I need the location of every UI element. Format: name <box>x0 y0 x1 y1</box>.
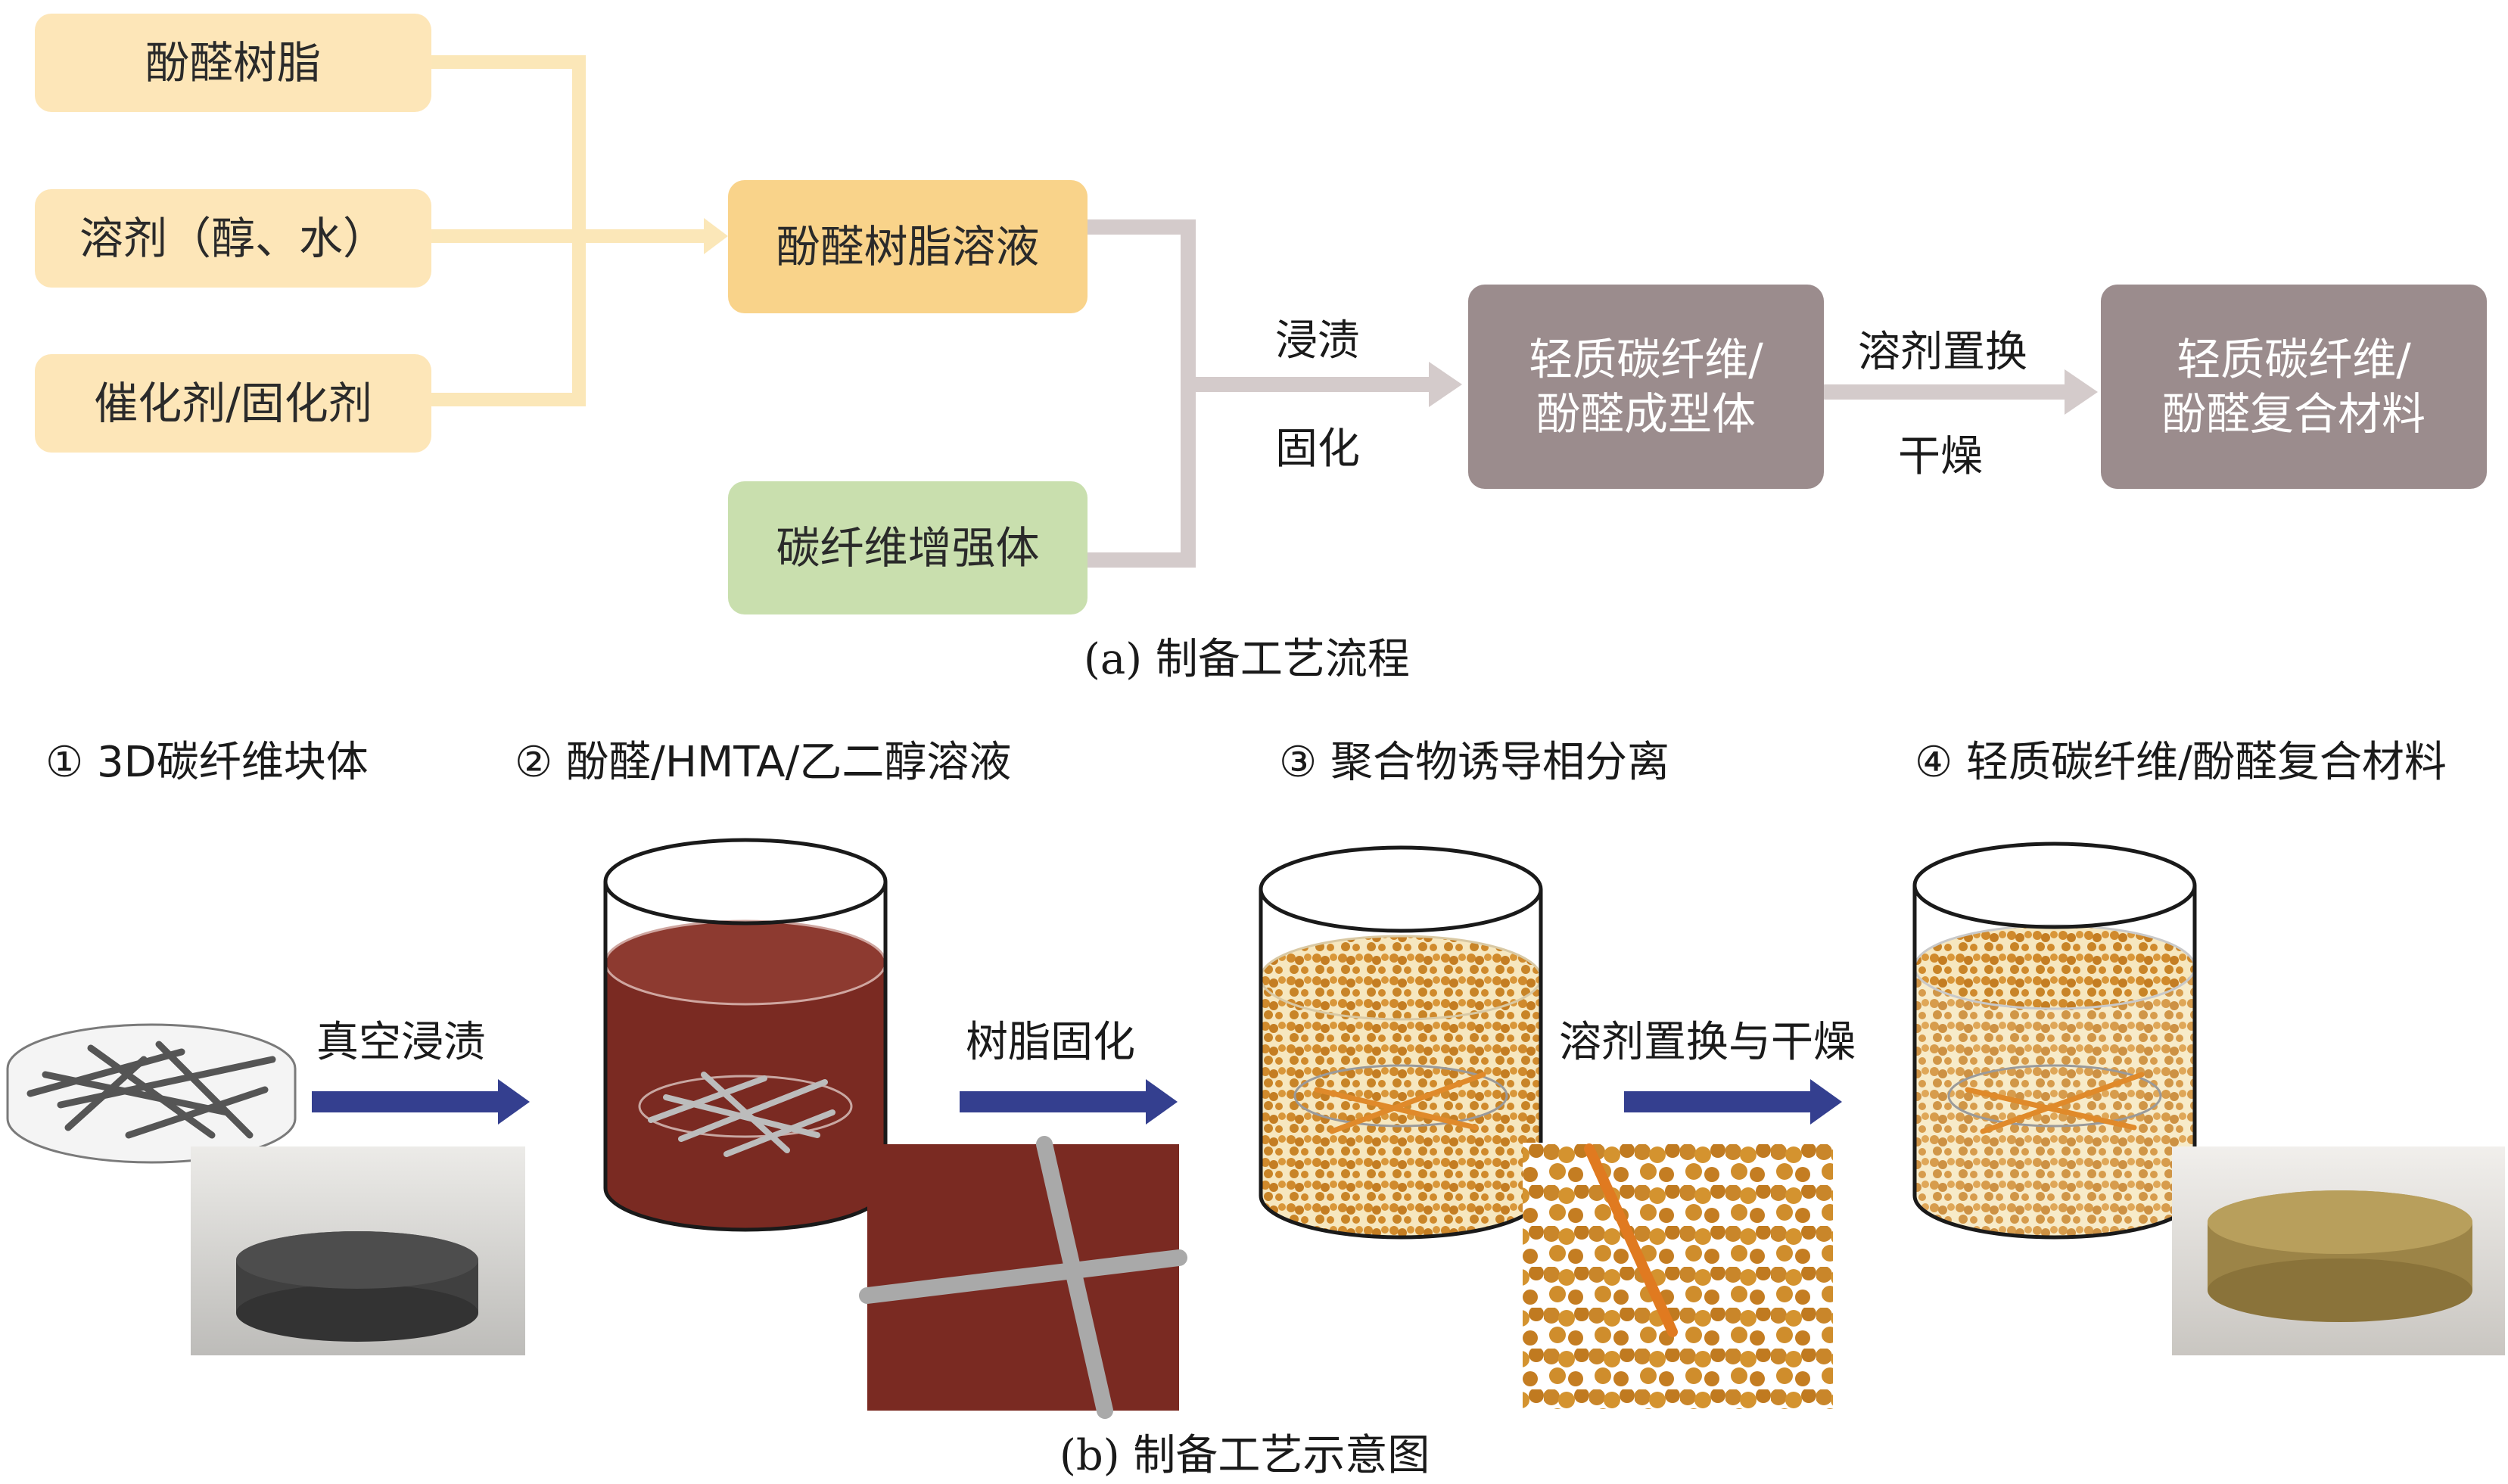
composite-beaker <box>1915 844 2195 1237</box>
resin-curing-label: 树脂固化 <box>966 1008 1135 1069</box>
process-arrow-2-shaft <box>960 1091 1147 1112</box>
resin-beaker <box>605 840 885 1230</box>
vacuum-impregnation-label: 真空浸渍 <box>316 1008 486 1069</box>
process-arrow-2-head <box>1146 1079 1178 1125</box>
process-arrow-3-shaft <box>1624 1091 1812 1112</box>
gel-zoom-inset <box>1523 1143 1833 1409</box>
composite-block-photo <box>2172 1146 2505 1355</box>
solvent-exchange-drying-label: 溶剂置换与干燥 <box>1559 1008 1856 1069</box>
process-arrow-1-shaft <box>312 1091 499 1112</box>
caption-b: (b) 制备工艺示意图 <box>1060 1421 1430 1482</box>
phase-separation-beaker <box>1261 848 1541 1237</box>
process-arrow-1-head <box>498 1079 530 1125</box>
fiber-disc-drawing <box>8 1025 295 1162</box>
process-arrow-3-head <box>1810 1079 1842 1125</box>
resin-zoom-inset <box>867 1144 1179 1411</box>
carbon-block-photo <box>191 1146 525 1355</box>
